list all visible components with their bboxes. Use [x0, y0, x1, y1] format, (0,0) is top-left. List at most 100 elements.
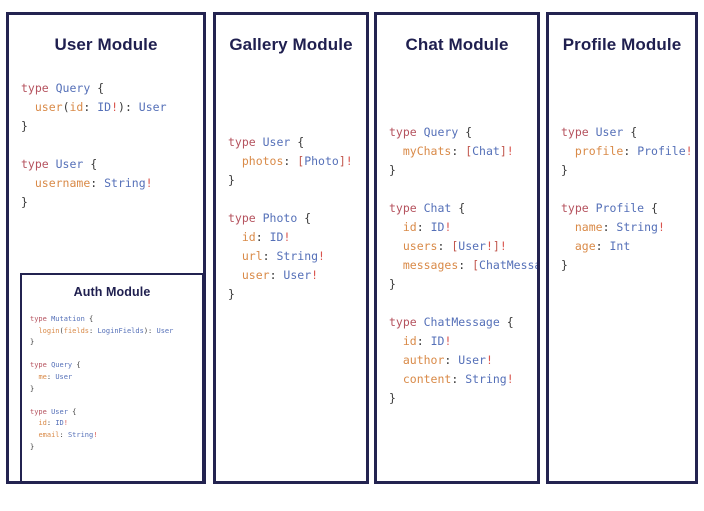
- module-title-gallery: Gallery Module: [229, 35, 353, 54]
- code-token-kw: type: [389, 125, 424, 140]
- code-token-punc: [228, 154, 242, 168]
- code-token-punc: [228, 230, 242, 244]
- code-token-bang: !: [506, 144, 514, 159]
- code-token-field: id: [69, 100, 84, 115]
- code-token-type: User: [55, 157, 84, 172]
- code-token-punc: {: [72, 361, 81, 370]
- code-token-punc: }: [561, 258, 568, 273]
- code-token-type: Query: [423, 125, 459, 140]
- code-token-field: user: [34, 100, 63, 115]
- code-token-punc: [389, 353, 403, 367]
- code-token-kw: type: [561, 125, 596, 140]
- code-token-punc: {: [290, 135, 305, 150]
- code-blank-line: [389, 294, 537, 313]
- code-token-punc: {: [458, 125, 473, 140]
- code-token-punc: :: [451, 144, 466, 159]
- code-token-field: me: [38, 372, 47, 381]
- code-token-punc: {: [623, 125, 638, 140]
- code-block-chat: type Query { myChats: [Chat]! } type Cha…: [377, 123, 537, 408]
- schema-code-auth: type Mutation { login(fields: LoginField…: [22, 314, 202, 453]
- code-blank-line: [228, 190, 366, 209]
- code-token-punc: :: [437, 239, 452, 254]
- code-token-field: email: [38, 430, 60, 439]
- code-token-kw: type: [228, 211, 263, 226]
- code-token-field: messages: [402, 258, 459, 273]
- module-card-user[interactable]: User Module type Query { user(id: ID!): …: [6, 12, 206, 484]
- module-card-profile[interactable]: Profile Module type User { profile: Prof…: [546, 12, 698, 484]
- code-token-type: User: [156, 326, 174, 335]
- code-token-punc: [561, 144, 575, 158]
- code-token-kw: type: [228, 135, 263, 150]
- code-token-bang: !: [444, 334, 452, 349]
- code-token-type: Photo: [304, 154, 339, 169]
- schema-code-gallery: type User { photos: [Photo]! } type Phot…: [216, 133, 366, 304]
- code-token-bang: !: [283, 230, 291, 245]
- code-token-type: ID: [430, 334, 445, 349]
- code-token-punc: (: [62, 100, 70, 115]
- code-token-field: url: [241, 249, 263, 264]
- module-card-auth[interactable]: Auth Module type Mutation { login(fields…: [20, 273, 203, 481]
- code-token-bang: !: [63, 419, 68, 428]
- code-blank-line: [30, 395, 202, 407]
- code-token-punc: [389, 372, 403, 386]
- code-blank-line: [561, 180, 695, 199]
- code-token-punc: {: [297, 211, 312, 226]
- code-token-type: String: [465, 372, 507, 387]
- code-token-punc: (: [59, 326, 64, 335]
- code-token-kw: type: [30, 361, 52, 370]
- code-token-field: users: [402, 239, 438, 254]
- code-token-punc: [389, 220, 403, 234]
- code-token-punc: [21, 100, 35, 114]
- code-token-punc: :: [262, 249, 277, 264]
- code-token-punc: :: [416, 334, 431, 349]
- code-token-type: User: [458, 239, 486, 254]
- code-token-punc: [228, 268, 242, 282]
- code-token-type: LoginFields: [97, 326, 144, 335]
- code-token-punc: :: [83, 100, 98, 115]
- code-block-auth: type Mutation { login(fields: LoginField…: [22, 314, 202, 453]
- code-blank-line: [389, 180, 537, 199]
- code-token-type: Query: [51, 361, 73, 370]
- code-token-bang: !: [345, 154, 353, 169]
- code-token-type: User: [138, 100, 167, 115]
- code-token-bang: !: [111, 100, 119, 115]
- code-token-field: fields: [63, 326, 90, 335]
- code-token-punc: :: [90, 176, 105, 191]
- code-token-field: name: [574, 220, 603, 235]
- module-title-auth: Auth Module: [73, 285, 151, 299]
- code-blank-line: [30, 349, 202, 361]
- code-token-bang: !: [506, 372, 514, 387]
- code-token-field: id: [38, 419, 47, 428]
- code-token-punc: }: [30, 338, 35, 347]
- code-token-punc: {: [67, 407, 77, 416]
- code-token-brk: ]: [499, 144, 507, 159]
- code-token-type: User: [55, 372, 73, 381]
- code-token-type: ID: [55, 419, 64, 428]
- code-token-brk: [: [297, 154, 305, 169]
- code-token-field: profile: [574, 144, 624, 159]
- code-token-bang: !: [311, 268, 319, 283]
- code-token-field: user: [241, 268, 270, 283]
- code-token-type: User: [283, 268, 312, 283]
- code-token-brk: [: [451, 239, 459, 254]
- code-token-punc: :: [602, 220, 617, 235]
- code-token-punc: [561, 220, 575, 234]
- code-token-brk: ]: [338, 154, 346, 169]
- code-token-punc: [389, 239, 403, 253]
- code-token-punc: [228, 249, 242, 263]
- code-token-field: username: [34, 176, 91, 191]
- code-token-type: User: [595, 125, 624, 140]
- code-token-bang: !: [685, 144, 693, 159]
- code-token-type: String: [104, 176, 146, 191]
- module-card-chat[interactable]: Chat Module type Query { myChats: [Chat]…: [374, 12, 540, 484]
- code-token-type: ID: [430, 220, 445, 235]
- code-token-punc: {: [499, 315, 514, 330]
- code-token-bang: !: [93, 430, 98, 439]
- module-card-gallery[interactable]: Gallery Module type User { photos: [Phot…: [213, 12, 369, 484]
- code-token-punc: }: [21, 119, 28, 134]
- code-token-punc: }: [21, 195, 28, 210]
- code-token-bang: !: [444, 220, 452, 235]
- code-token-punc: ):: [143, 326, 157, 335]
- code-token-punc: :: [46, 372, 56, 381]
